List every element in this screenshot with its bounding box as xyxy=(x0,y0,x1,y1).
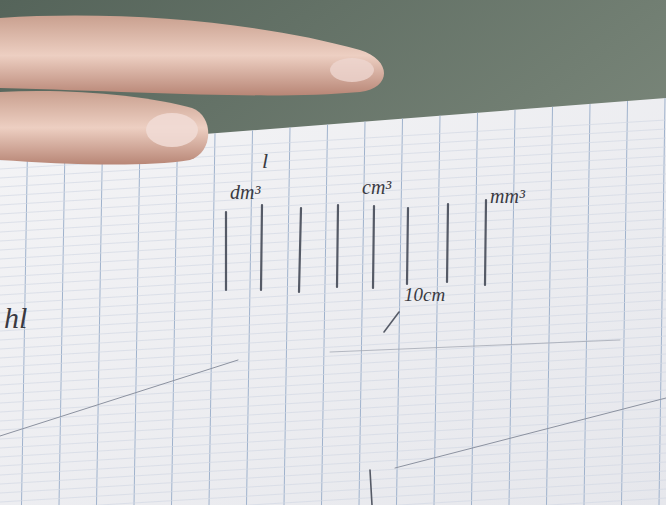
unit-label: dm³ xyxy=(230,182,260,202)
grid-line xyxy=(622,101,628,505)
unit-label: cm³ xyxy=(362,177,391,197)
grid-line xyxy=(134,139,140,505)
grid-line xyxy=(0,264,666,304)
grid-line xyxy=(0,453,666,493)
grid-line xyxy=(0,300,666,340)
grid-line xyxy=(0,165,666,205)
pencil-strokes xyxy=(0,200,666,505)
slash-stroke xyxy=(384,312,399,332)
grid-line xyxy=(0,498,666,505)
grid-line xyxy=(0,246,666,286)
column-stroke xyxy=(225,212,227,290)
grid-line xyxy=(0,435,666,475)
grid-line xyxy=(0,462,666,502)
grid-line xyxy=(0,219,666,259)
grid-line xyxy=(0,282,666,322)
faint-stroke xyxy=(0,360,238,436)
grid-line xyxy=(0,345,666,385)
grid-line xyxy=(509,110,515,505)
column-stroke xyxy=(373,206,374,288)
grid-line xyxy=(0,417,666,457)
grid-line xyxy=(0,237,666,277)
grid-line xyxy=(0,210,666,250)
grid-line xyxy=(59,145,65,505)
faint-stroke xyxy=(330,340,620,352)
faint-stroke xyxy=(395,398,666,468)
dimension-label: 10cm xyxy=(404,285,445,304)
grid-line xyxy=(0,183,666,223)
grid-line xyxy=(0,192,666,232)
grid-line xyxy=(0,201,666,241)
unit-label: l xyxy=(262,150,268,172)
column-stroke xyxy=(261,205,262,290)
grid-line xyxy=(322,124,328,505)
grid-line xyxy=(0,318,666,358)
unit-label: hl xyxy=(4,303,27,333)
grid-line xyxy=(209,133,215,505)
grid-line xyxy=(0,489,666,505)
grid-line xyxy=(0,399,666,439)
grid-line xyxy=(0,255,666,295)
grid-line xyxy=(0,228,666,268)
grid-line xyxy=(0,174,666,214)
grid-line xyxy=(0,354,666,394)
column-stroke xyxy=(337,205,338,287)
column-stroke xyxy=(407,208,408,284)
fingernail xyxy=(330,58,374,82)
grid-line xyxy=(0,327,666,367)
grid-line xyxy=(0,336,666,376)
grid-line xyxy=(0,408,666,448)
finger xyxy=(0,16,384,96)
column-stroke xyxy=(299,208,301,292)
faint-stroke xyxy=(370,470,372,505)
grid-line xyxy=(0,291,666,331)
grid-line xyxy=(0,480,666,505)
column-stroke xyxy=(447,204,448,282)
unit-label: mm³ xyxy=(490,186,525,206)
grid-line xyxy=(0,309,666,349)
grid-line xyxy=(0,444,666,484)
fingernail xyxy=(146,113,198,147)
grid-line xyxy=(0,273,666,313)
grid-line xyxy=(0,381,666,421)
column-stroke xyxy=(485,200,486,285)
grid-line xyxy=(0,372,666,412)
grid-line xyxy=(434,116,440,505)
finger xyxy=(0,91,208,165)
grid-line xyxy=(0,363,666,403)
grid-line xyxy=(0,426,666,466)
grid-line xyxy=(547,107,553,505)
